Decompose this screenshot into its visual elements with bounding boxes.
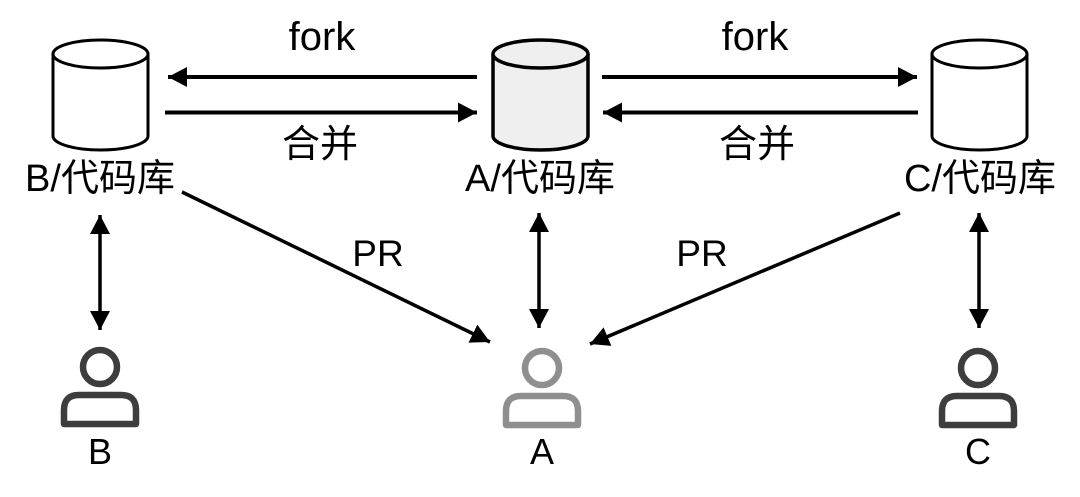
fork-right-label: fork [722, 15, 790, 59]
repo-b-node [51, 38, 150, 152]
database-icon-top [491, 38, 590, 70]
database-icon-top [51, 38, 150, 70]
edge-arrows [90, 67, 989, 346]
user-c-label: C [965, 431, 991, 472]
person-head [521, 347, 563, 389]
repo-a-node [491, 38, 590, 152]
user-a-icon [502, 347, 582, 429]
pr-left-label: PR [352, 233, 403, 274]
fork-left-label: fork [289, 15, 357, 59]
merge-right-label: 合并 [719, 124, 795, 166]
database-icon [491, 54, 590, 152]
user-a-label: A [530, 431, 554, 472]
person-head [79, 346, 121, 388]
user-b-icon [60, 346, 140, 428]
user-b-label: B [88, 431, 112, 472]
user-c-icon [938, 347, 1018, 429]
person-head [957, 347, 999, 389]
database-icon [930, 54, 1029, 152]
person-body [502, 392, 582, 429]
pr-left-arrow [181, 190, 491, 344]
merge-left-label: 合并 [282, 124, 358, 166]
person-body [60, 391, 140, 428]
database-icon [51, 54, 150, 152]
labels: fork fork 合并 合并 B/代码库 A/代码库 C/代码库 PR PR … [25, 15, 1056, 472]
repo-b-label: B/代码库 [25, 158, 175, 200]
person-body [938, 392, 1018, 429]
repo-c-node [930, 38, 1029, 152]
pr-right-label: PR [676, 233, 727, 274]
repo-c-label: C/代码库 [904, 158, 1056, 200]
pr-right-arrow [589, 211, 901, 346]
database-icon-top [930, 38, 1029, 70]
repo-a-label: A/代码库 [465, 158, 615, 200]
